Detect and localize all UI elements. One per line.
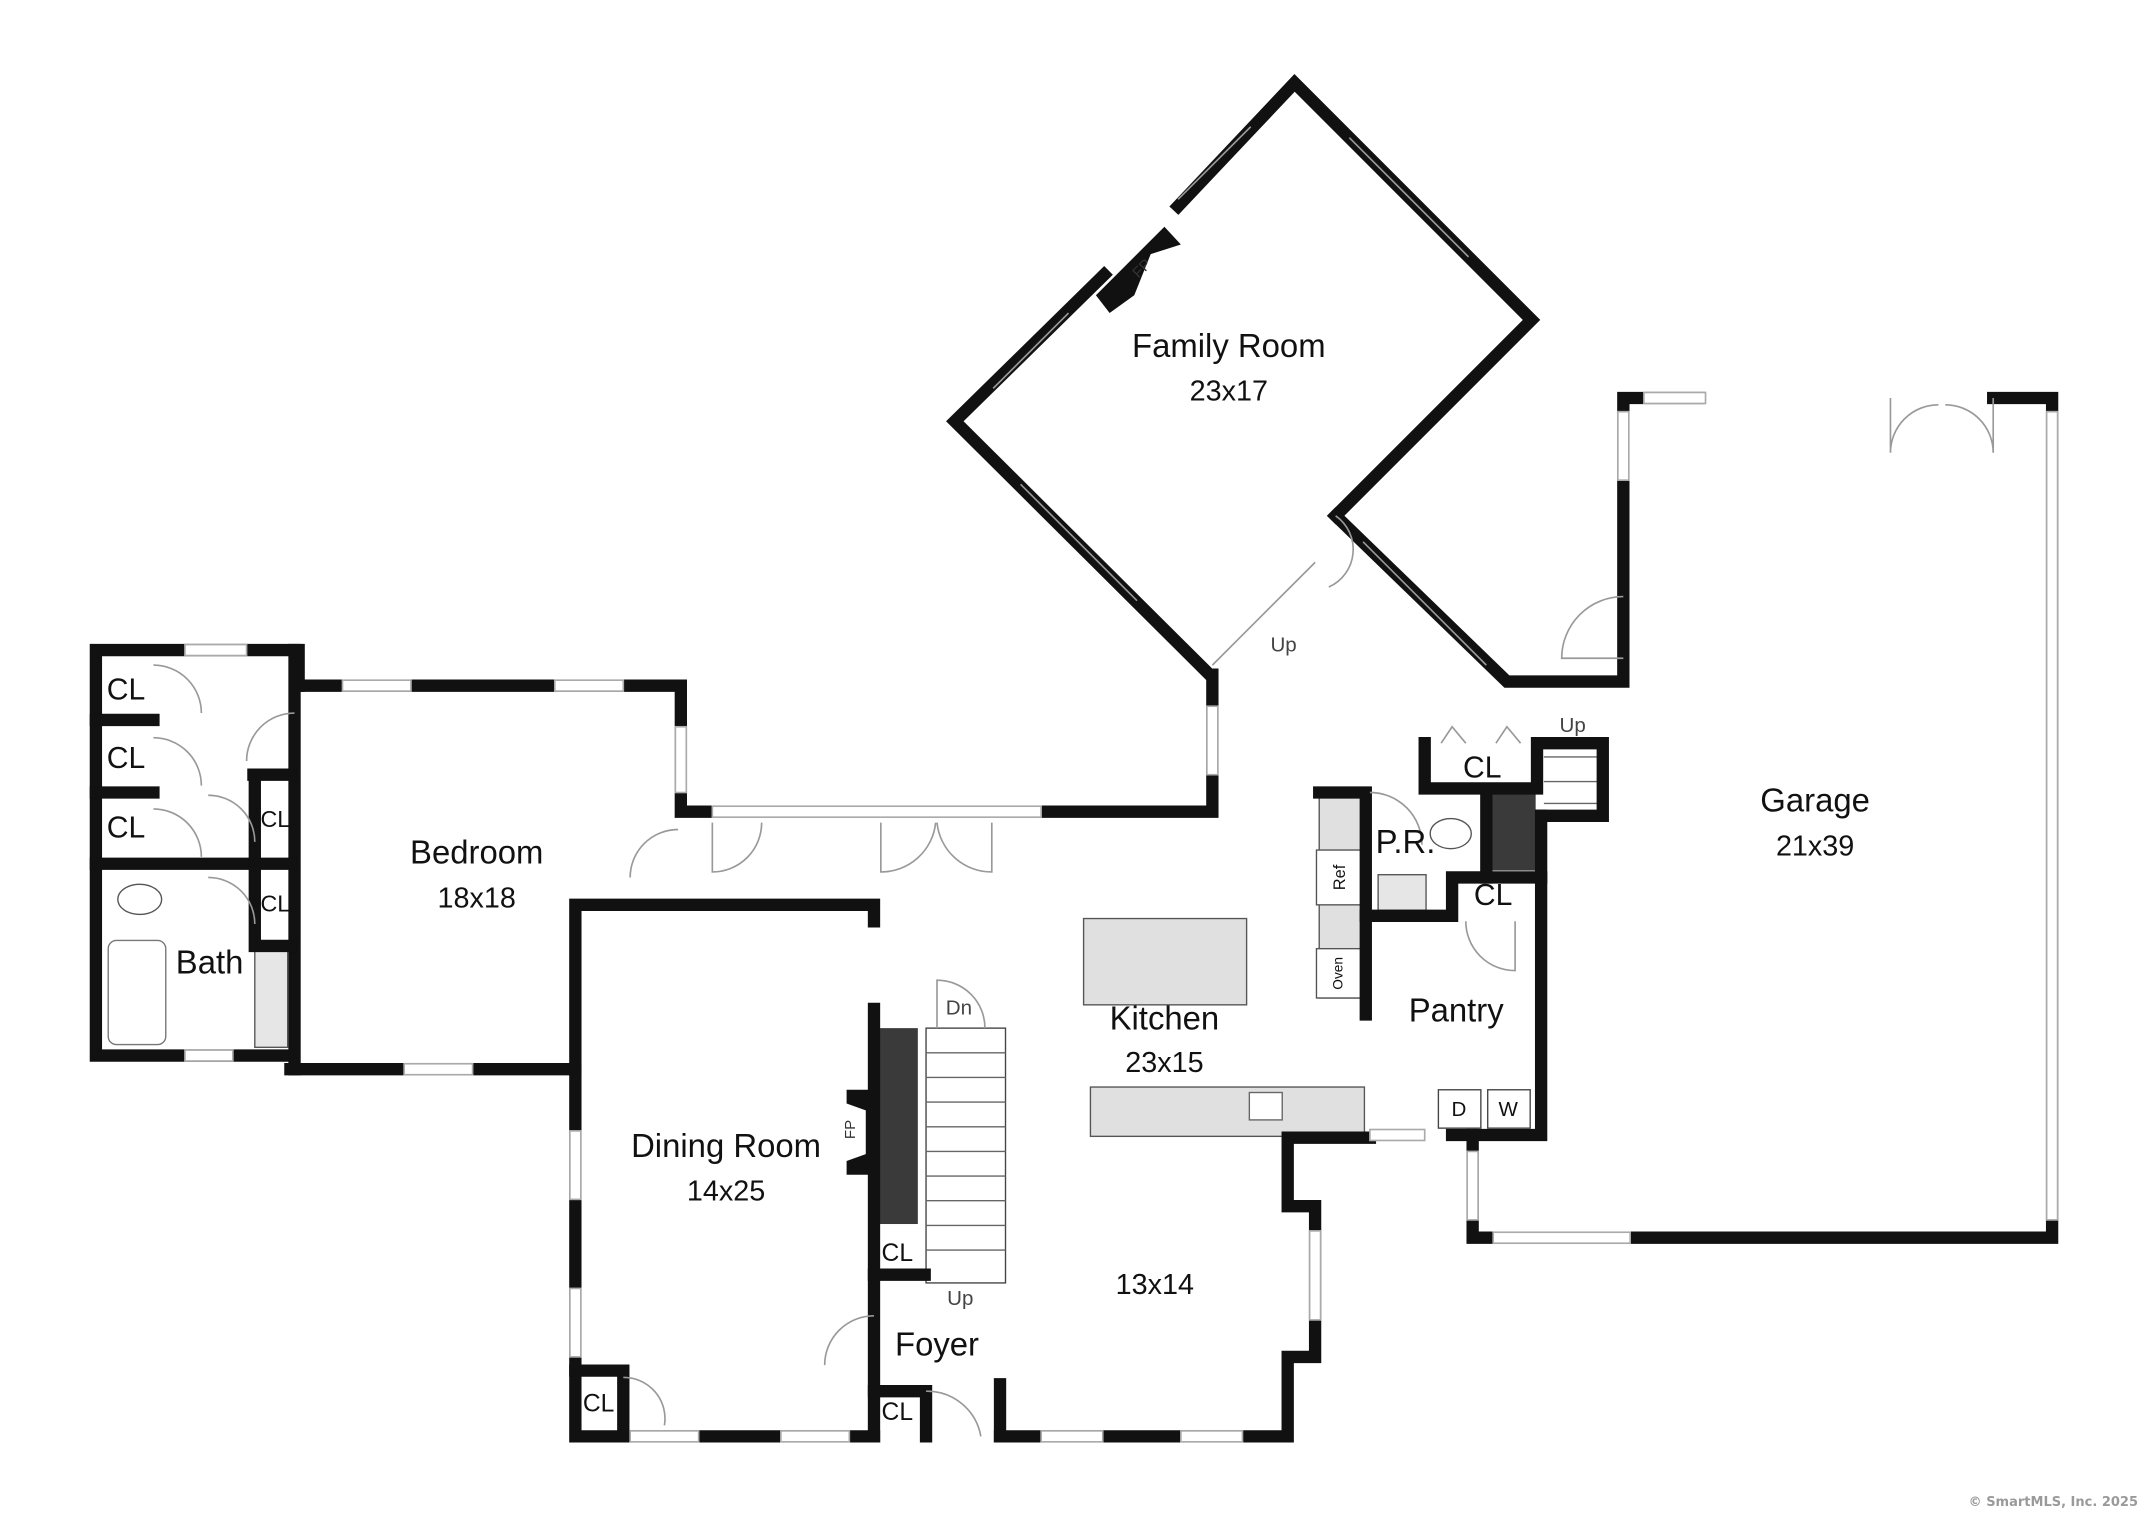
garage-label: Garage: [1760, 782, 1870, 819]
closet-label: CL: [1463, 751, 1502, 784]
bath-vanity: [254, 947, 289, 1048]
family-room-label: Family Room: [1132, 327, 1326, 364]
fireplace-label: FP: [842, 1120, 859, 1139]
washer-label: W: [1499, 1098, 1519, 1121]
bedroom-dims: 18x18: [438, 883, 516, 915]
bedroom-label: Bedroom: [410, 834, 543, 871]
fixtures: [107, 226, 1536, 1225]
stairs-up-label: Up: [1270, 633, 1296, 656]
stairs-up-label: Up: [1560, 714, 1586, 737]
closet-label: CL: [107, 742, 146, 775]
oven-label: Oven: [1331, 957, 1346, 990]
dryer: [1437, 1089, 1482, 1129]
stairs-down-label: Dn: [946, 996, 972, 1019]
closet-label: CL: [1474, 879, 1513, 912]
closet-label: CL: [882, 1399, 914, 1426]
garage-stairs: [1543, 756, 1601, 805]
pr-toilet: [1429, 817, 1472, 850]
refrigerator-label: Ref: [1331, 864, 1349, 890]
walls: [89, 74, 2059, 1443]
closet-label: CL: [260, 891, 290, 917]
dining-room-label: Dining Room: [631, 1127, 821, 1164]
kitchen-counter: [1089, 1086, 1366, 1138]
closet-label: CL: [107, 673, 146, 706]
main-stairs: [925, 1027, 1007, 1284]
foyer-label: Foyer: [895, 1326, 979, 1363]
kitchen-island: [1082, 917, 1248, 1006]
powder-room-label: P.R.: [1376, 823, 1436, 860]
refrigerator: [1315, 849, 1363, 906]
pantry-label: Pantry: [1409, 991, 1505, 1028]
bathtub: [107, 939, 167, 1046]
closet-label: CL: [583, 1391, 615, 1418]
washer: [1487, 1089, 1531, 1129]
closet-label: CL: [882, 1240, 914, 1267]
dining-fireplace: [846, 1089, 874, 1175]
closet-label: CL: [107, 812, 146, 845]
stairs-up-label: Up: [947, 1287, 973, 1310]
dining-room-dims: 14x25: [687, 1176, 765, 1208]
pr-chimney: [1491, 792, 1536, 871]
bath-label: Bath: [176, 943, 244, 980]
family-fireplace: [1095, 226, 1181, 314]
oven: [1315, 947, 1363, 999]
closet-label: CL: [260, 806, 290, 832]
copyright-notice: © SmartMLS, Inc. 2025: [1968, 1495, 2138, 1510]
dryer-label: D: [1452, 1098, 1467, 1121]
stair-chimney: [876, 1028, 918, 1225]
room-13x14-dims: 13x14: [1116, 1269, 1194, 1301]
garage-dims: 21x39: [1776, 831, 1854, 863]
kitchen-label: Kitchen: [1110, 999, 1220, 1036]
windows: [153, 126, 2059, 1443]
kitchen-sink: [1248, 1091, 1283, 1121]
family-room-dims: 23x17: [1190, 376, 1268, 408]
kitchen-dims: 23x15: [1125, 1047, 1203, 1079]
pr-sink: [1377, 874, 1427, 912]
bath-toilet: [117, 883, 163, 916]
